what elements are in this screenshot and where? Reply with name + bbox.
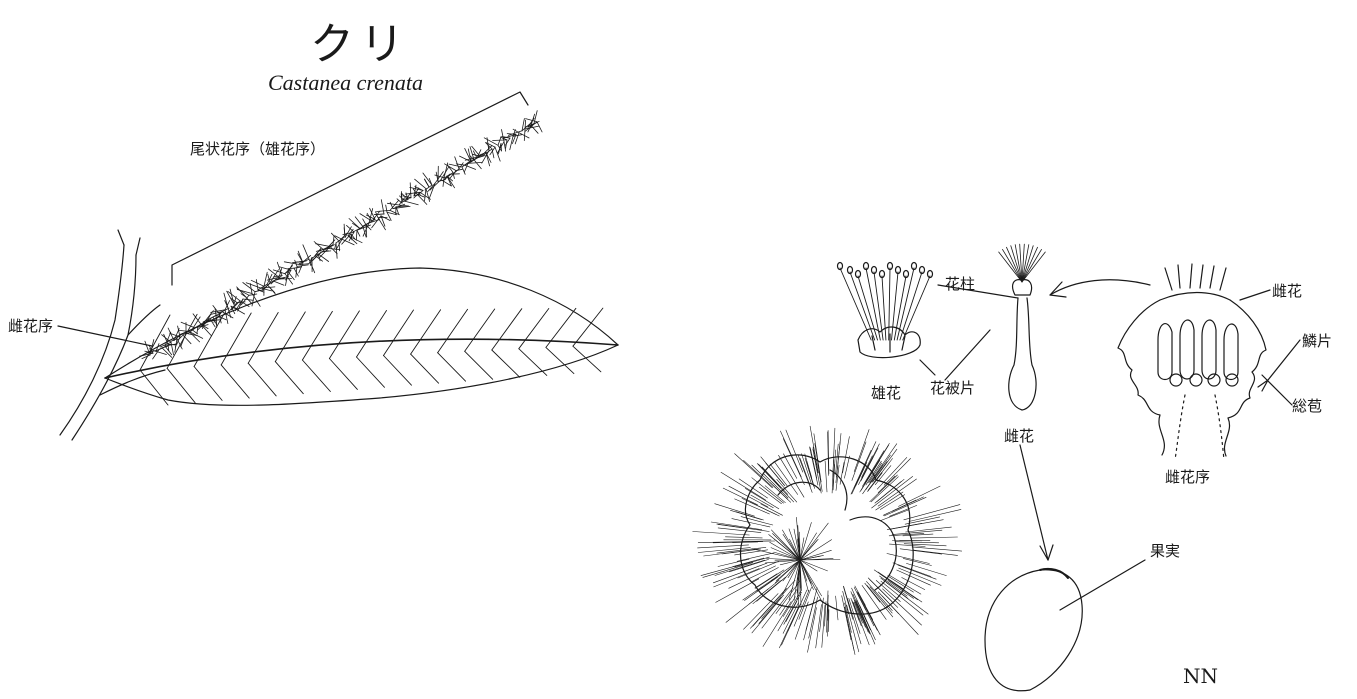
male-flower-drawing	[838, 244, 1046, 358]
branch	[60, 230, 165, 440]
label-catkin: 尾状花序（雄花序）	[190, 138, 325, 159]
label-tepal: 花被片	[930, 377, 975, 398]
female-flower-drawing	[1009, 280, 1036, 410]
catkin-bracket	[172, 92, 528, 285]
chestnut-bur	[693, 426, 962, 654]
female-inflorescence-section	[1118, 264, 1266, 460]
label-male-flower: 雄花	[871, 382, 901, 403]
label-female-inflorescence-left: 雌花序	[8, 315, 53, 336]
female-stigmas	[1165, 264, 1226, 290]
label-female-inflorescence-right: 雌花序	[1165, 466, 1210, 487]
label-involucre: 総苞	[1292, 395, 1322, 416]
label-female-flower: 雌花	[1004, 425, 1034, 446]
label-scale: 鱗片	[1302, 330, 1332, 351]
artist-signature: NN	[1183, 664, 1218, 688]
chestnut-nut	[985, 569, 1082, 691]
label-fruit: 果実	[1150, 540, 1180, 561]
leader-lines	[58, 285, 1300, 610]
arrows	[1020, 280, 1268, 560]
label-female-flower-right: 雌花	[1272, 280, 1302, 301]
label-style: 花柱	[945, 273, 975, 294]
